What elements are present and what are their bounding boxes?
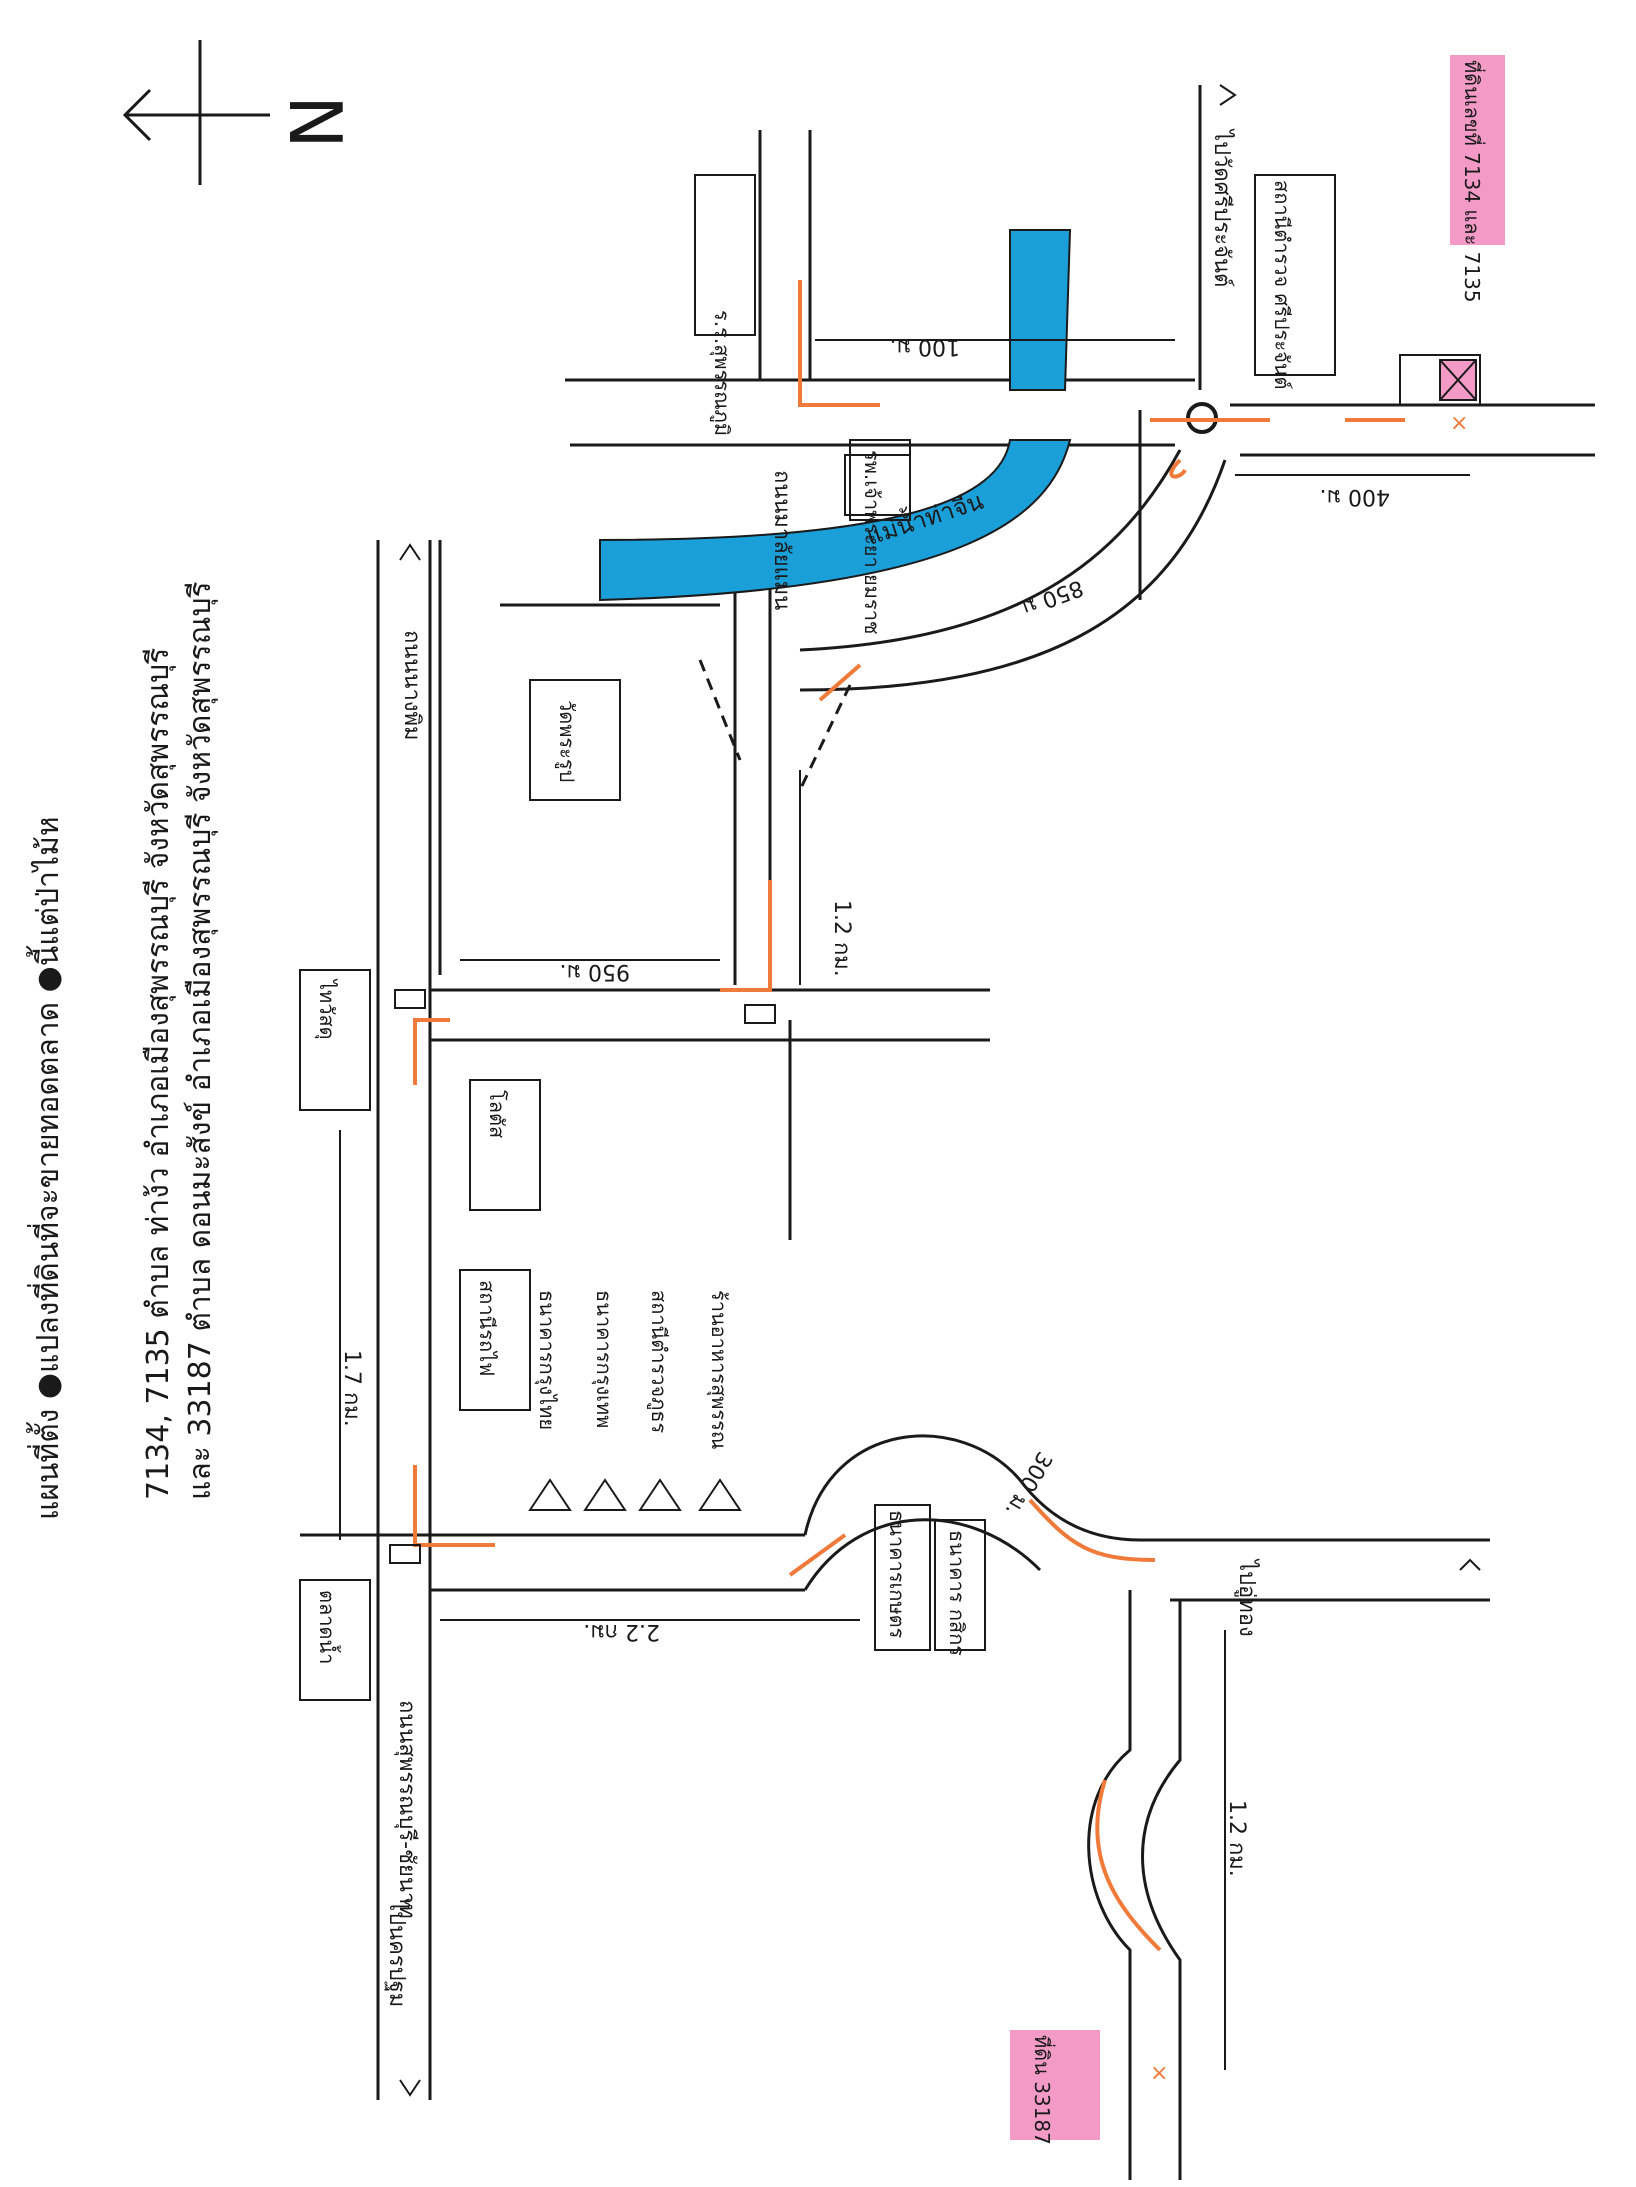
- road-r5: ไปนครปฐม: [384, 1898, 410, 2007]
- place-farmer-bank: ธนาคารเกษตร: [885, 1510, 909, 1639]
- place-school-top: ร.ร.สุพรรณภูมิ: [709, 310, 734, 436]
- road-r2: ถนนนางพิม: [399, 630, 424, 741]
- traffic-light-3: [389, 1544, 421, 1564]
- place-target-bottom: ที่ดิน 33187: [1030, 2035, 1056, 2145]
- place-market: ตลาดน้ำ: [315, 1590, 341, 1664]
- distance-2-2: 2.2 กม.: [583, 1619, 660, 1644]
- place-lotus: โลตัส: [485, 1090, 509, 1138]
- svg-text:×: ×: [1150, 2061, 1168, 2086]
- road-r7: ไปวัดศรีประจันต์: [1209, 128, 1235, 287]
- distance-1-7: 1.7 กม.: [339, 1350, 364, 1427]
- distance-950: 950 ม.: [560, 959, 630, 984]
- north-compass: [122, 40, 270, 185]
- svg-text:×: ×: [1450, 411, 1468, 436]
- title-line-3: และ 33187 ตำบล ดอนมะสังข์ อำเภอเมืองสุพร…: [183, 581, 219, 1500]
- road-r1: ถนนมาลัยแมน: [769, 470, 794, 610]
- traffic-lights: [389, 989, 776, 1564]
- map-title: แผนที่ตั้ง ●แปลงที่ดินที่จะขายทอดตลาด ●น…: [26, 581, 219, 1520]
- road-end-arrows: [399, 84, 1481, 2097]
- river: แม่น้ำท่าจีน: [599, 229, 1072, 602]
- distance-markers: [339, 339, 1470, 2070]
- bullet-item-3: สถานีตำรวจภูธร: [646, 1290, 671, 1434]
- bullet-item-4: ร้านอาหารสุพรรณ: [706, 1290, 731, 1449]
- place-thai-watsadu: ไทวัสดุ: [314, 978, 339, 1040]
- bullet-list: ธนาคารกรุงไทย ธนาคารกรุงเทพ สถานีตำรวจภู…: [528, 1290, 742, 1511]
- bullet-item-1: ธนาคารกรุงไทย: [534, 1290, 559, 1430]
- target-parcel-bottom-label: [1010, 2030, 1100, 2140]
- place-temple: วัดพระรูป: [554, 700, 579, 782]
- target-parcels: × ×: [1010, 55, 1505, 2140]
- distance-400: 400 ม.: [1320, 484, 1390, 509]
- title-line-1: แผนที่ตั้ง ●แปลงที่ดินที่จะขายทอดตลาด ●น…: [26, 816, 66, 1520]
- place-target-top: ที่ดินเลขที่ 7134 และ 7135: [1460, 60, 1486, 303]
- title-line-2: 7134, 7135 ตำบล ท่าง้ว อำเภอเมืองสุพรรณบ…: [141, 648, 177, 1500]
- distance-1-2b: 1.2 กม.: [1224, 1800, 1249, 1877]
- distance-100: 100 ม.: [890, 334, 960, 359]
- north-label: N: [273, 95, 357, 149]
- road-r4: ไปอู่ทอง: [1234, 1558, 1260, 1637]
- place-kasikorn: ธนาคาร กสิกร: [945, 1530, 969, 1656]
- bullet-item-2: ธนาคารกรุงเทพ: [591, 1290, 616, 1428]
- road-r3: ถนนสุพรรณบุรี-ชัยนาท: [394, 1700, 419, 1919]
- buildings: [299, 174, 1336, 1701]
- traffic-light-1: [394, 989, 426, 1009]
- distance-850: 850 ม.: [1012, 574, 1087, 622]
- traffic-light-2: [744, 1004, 776, 1024]
- road-labels: ถนนมาลัยแมน ถนนนางพิม ถนนสุพรรณบุรี-ชัยน…: [384, 128, 1260, 2007]
- place-labels: ร.ร.สุพรรณภูมิ รพ.เจ้าพระยา ยมราช สถานีต…: [314, 60, 1486, 2145]
- distance-1-2a: 1.2 กม.: [829, 900, 854, 977]
- target-parcel-top-label: [1450, 55, 1505, 245]
- place-station: สถานีรถไฟ: [475, 1280, 499, 1376]
- place-hospital: รพ.เจ้าพระยา ยมราช: [860, 450, 884, 635]
- place-police: สถานีตำรวจ ศรีประจันต์: [1270, 180, 1294, 389]
